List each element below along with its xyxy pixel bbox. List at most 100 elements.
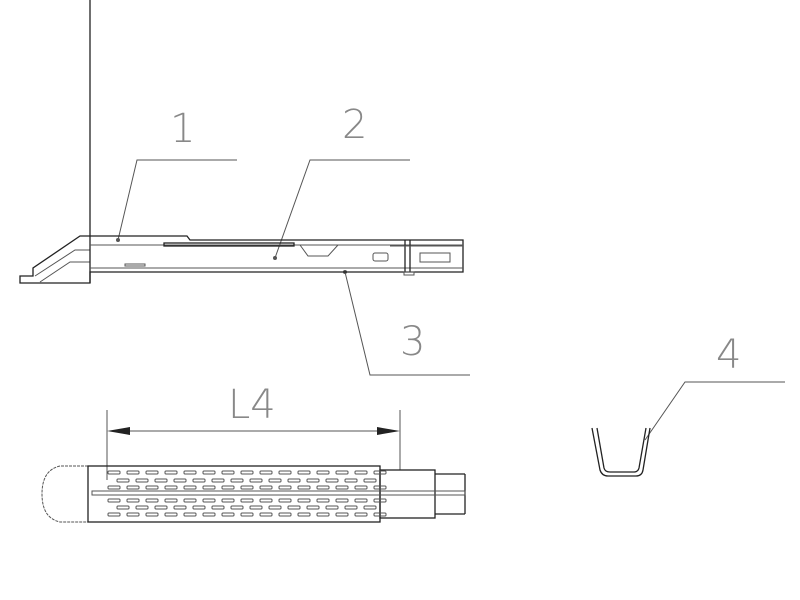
staple-slot <box>335 498 349 503</box>
staple-slot <box>202 498 216 503</box>
staple-slot <box>230 505 244 510</box>
cartridge-top-view <box>41 465 466 523</box>
staple-slot <box>230 478 244 483</box>
staple-slot <box>145 498 159 503</box>
staple-slot <box>297 498 311 503</box>
label-part-3: 3 <box>400 319 425 365</box>
staple-slot <box>116 505 130 510</box>
staple-slot <box>354 470 368 475</box>
staple-slot <box>268 505 282 510</box>
staple-slot <box>259 512 273 517</box>
staple-slot <box>240 470 254 475</box>
staple-slot <box>173 505 187 510</box>
staple-slot <box>221 470 235 475</box>
staple-slot <box>278 470 292 475</box>
staple-slot <box>259 498 273 503</box>
staple-slot <box>344 505 358 510</box>
staple-slot <box>354 512 368 517</box>
staple-slot <box>297 485 311 490</box>
staple-slot <box>278 512 292 517</box>
label-part-2: 2 <box>342 102 367 148</box>
label-dimension-l4: L4 <box>228 382 276 428</box>
staple-slot <box>221 498 235 503</box>
staple-slot <box>107 470 121 475</box>
staple-slot <box>316 498 330 503</box>
staple-slot <box>164 498 178 503</box>
staple-slot <box>154 505 168 510</box>
staple-slot <box>249 478 263 483</box>
staple-slot <box>325 505 339 510</box>
staple-slot <box>363 478 377 483</box>
staple-slot <box>135 505 149 510</box>
staple-slot <box>107 498 121 503</box>
staple-slot <box>335 470 349 475</box>
staple-slot <box>135 478 149 483</box>
staple-slot <box>354 498 368 503</box>
staple-slot <box>306 478 320 483</box>
staple-slot <box>145 485 159 490</box>
staple-slot <box>316 512 330 517</box>
staple-slot <box>164 470 178 475</box>
staple-slot <box>202 512 216 517</box>
cartridge-side-view <box>19 0 464 284</box>
staple-slot <box>126 512 140 517</box>
staple-slot <box>259 470 273 475</box>
staple-slot <box>316 485 330 490</box>
dimension-l4 <box>106 410 401 480</box>
staple-slot <box>344 478 358 483</box>
label-part-1: 1 <box>170 106 195 152</box>
staple-slot <box>354 485 368 490</box>
staple-slot <box>173 478 187 483</box>
staple-slot <box>183 512 197 517</box>
leader-line-2 <box>273 159 410 260</box>
staple-slot <box>183 498 197 503</box>
staple-slot <box>183 485 197 490</box>
staple-slot <box>278 485 292 490</box>
staple-slot <box>192 478 206 483</box>
staple-slot <box>316 470 330 475</box>
staple-slot <box>202 470 216 475</box>
staple-detail <box>591 427 651 477</box>
staple-slot <box>363 505 377 510</box>
staple-slot <box>373 470 387 475</box>
staple-slot <box>145 512 159 517</box>
staple-slot <box>107 485 121 490</box>
staple-slot <box>325 478 339 483</box>
staple-slot <box>164 512 178 517</box>
staple-slot <box>249 505 263 510</box>
staple-slot <box>287 505 301 510</box>
staple-slot <box>211 505 225 510</box>
staple-slot <box>297 470 311 475</box>
staple-slot <box>335 485 349 490</box>
staple-slot <box>268 478 282 483</box>
staple-slot <box>164 485 178 490</box>
staple-slot <box>183 470 197 475</box>
staple-slot <box>221 485 235 490</box>
staple-slot <box>297 512 311 517</box>
staple-slot <box>202 485 216 490</box>
staple-slot <box>373 485 387 490</box>
staple-slot <box>192 505 206 510</box>
label-part-4: 4 <box>716 332 741 378</box>
staple-slot <box>107 512 121 517</box>
staple-slot <box>211 478 225 483</box>
staple-slot <box>259 485 273 490</box>
staple-slot <box>306 505 320 510</box>
staple-slot <box>373 512 387 517</box>
staple-slot <box>221 512 235 517</box>
staple-slot <box>335 512 349 517</box>
staple-slot <box>126 485 140 490</box>
staple-slot <box>126 470 140 475</box>
staple-slot <box>126 498 140 503</box>
staple-slot <box>240 485 254 490</box>
staple-slot <box>145 470 159 475</box>
staple-slot <box>154 478 168 483</box>
staple-slot <box>278 498 292 503</box>
staple-slot <box>373 498 387 503</box>
staple-slot <box>287 478 301 483</box>
staple-slot <box>240 498 254 503</box>
staple-slots <box>107 470 387 517</box>
leader-line-4 <box>644 381 785 441</box>
staple-slot <box>116 478 130 483</box>
